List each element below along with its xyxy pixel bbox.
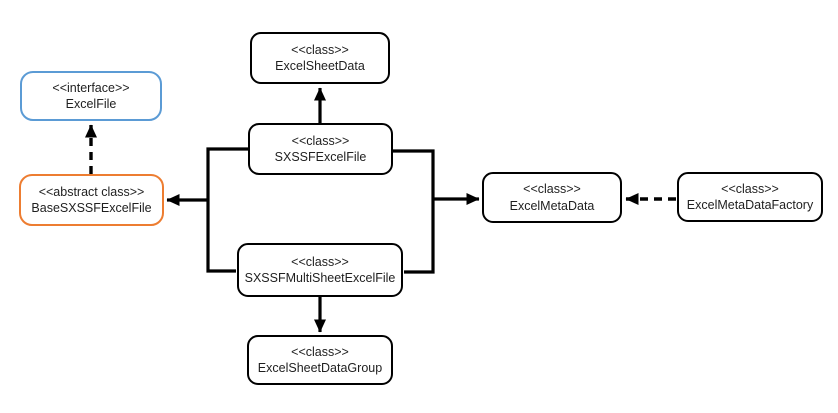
class-node-excelmetadata: <<class>> ExcelMetaData <box>482 172 622 223</box>
node-name: ExcelFile <box>65 97 117 111</box>
node-stereotype: <<abstract class>> <box>38 184 145 199</box>
node-name: SXSSFExcelFile <box>274 150 367 164</box>
node-stereotype: <<class>> <box>291 133 350 148</box>
node-name: ExcelSheetData <box>275 59 365 73</box>
node-stereotype: <<class>> <box>721 181 779 196</box>
class-node-sxssfexcelfile: <<class>> SXSSFExcelFile <box>248 123 393 175</box>
node-name: BaseSXSSFExcelFile <box>31 201 152 215</box>
node-stereotype: <<class>> <box>291 254 349 269</box>
class-node-excelsheetdata: <<class>> ExcelSheetData <box>250 32 390 84</box>
class-node-excelsheetdatagroup: <<class>> ExcelSheetDataGroup <box>247 335 393 385</box>
node-stereotype: <<interface>> <box>52 80 130 95</box>
interface-node-excelfile: <<interface>> ExcelFile <box>20 71 162 121</box>
class-node-excelmetadatafactory: <<class>> ExcelMetaDataFactory <box>677 172 823 222</box>
node-name: SXSSFMultiSheetExcelFile <box>244 271 396 285</box>
abstract-class-node-basesxssfexcelfile: <<abstract class>> BaseSXSSFExcelFile <box>19 174 164 226</box>
node-stereotype: <<class>> <box>523 182 581 197</box>
node-name: ExcelMetaData <box>509 198 595 213</box>
class-node-sxssfmultisheetexcelfile: <<class>> SXSSFMultiSheetExcelFile <box>237 243 403 297</box>
node-stereotype: <<class>> <box>291 42 349 57</box>
node-name: ExcelMetaDataFactory <box>686 198 814 212</box>
node-name: ExcelSheetDataGroup <box>257 361 383 375</box>
node-stereotype: <<class>> <box>291 344 349 359</box>
